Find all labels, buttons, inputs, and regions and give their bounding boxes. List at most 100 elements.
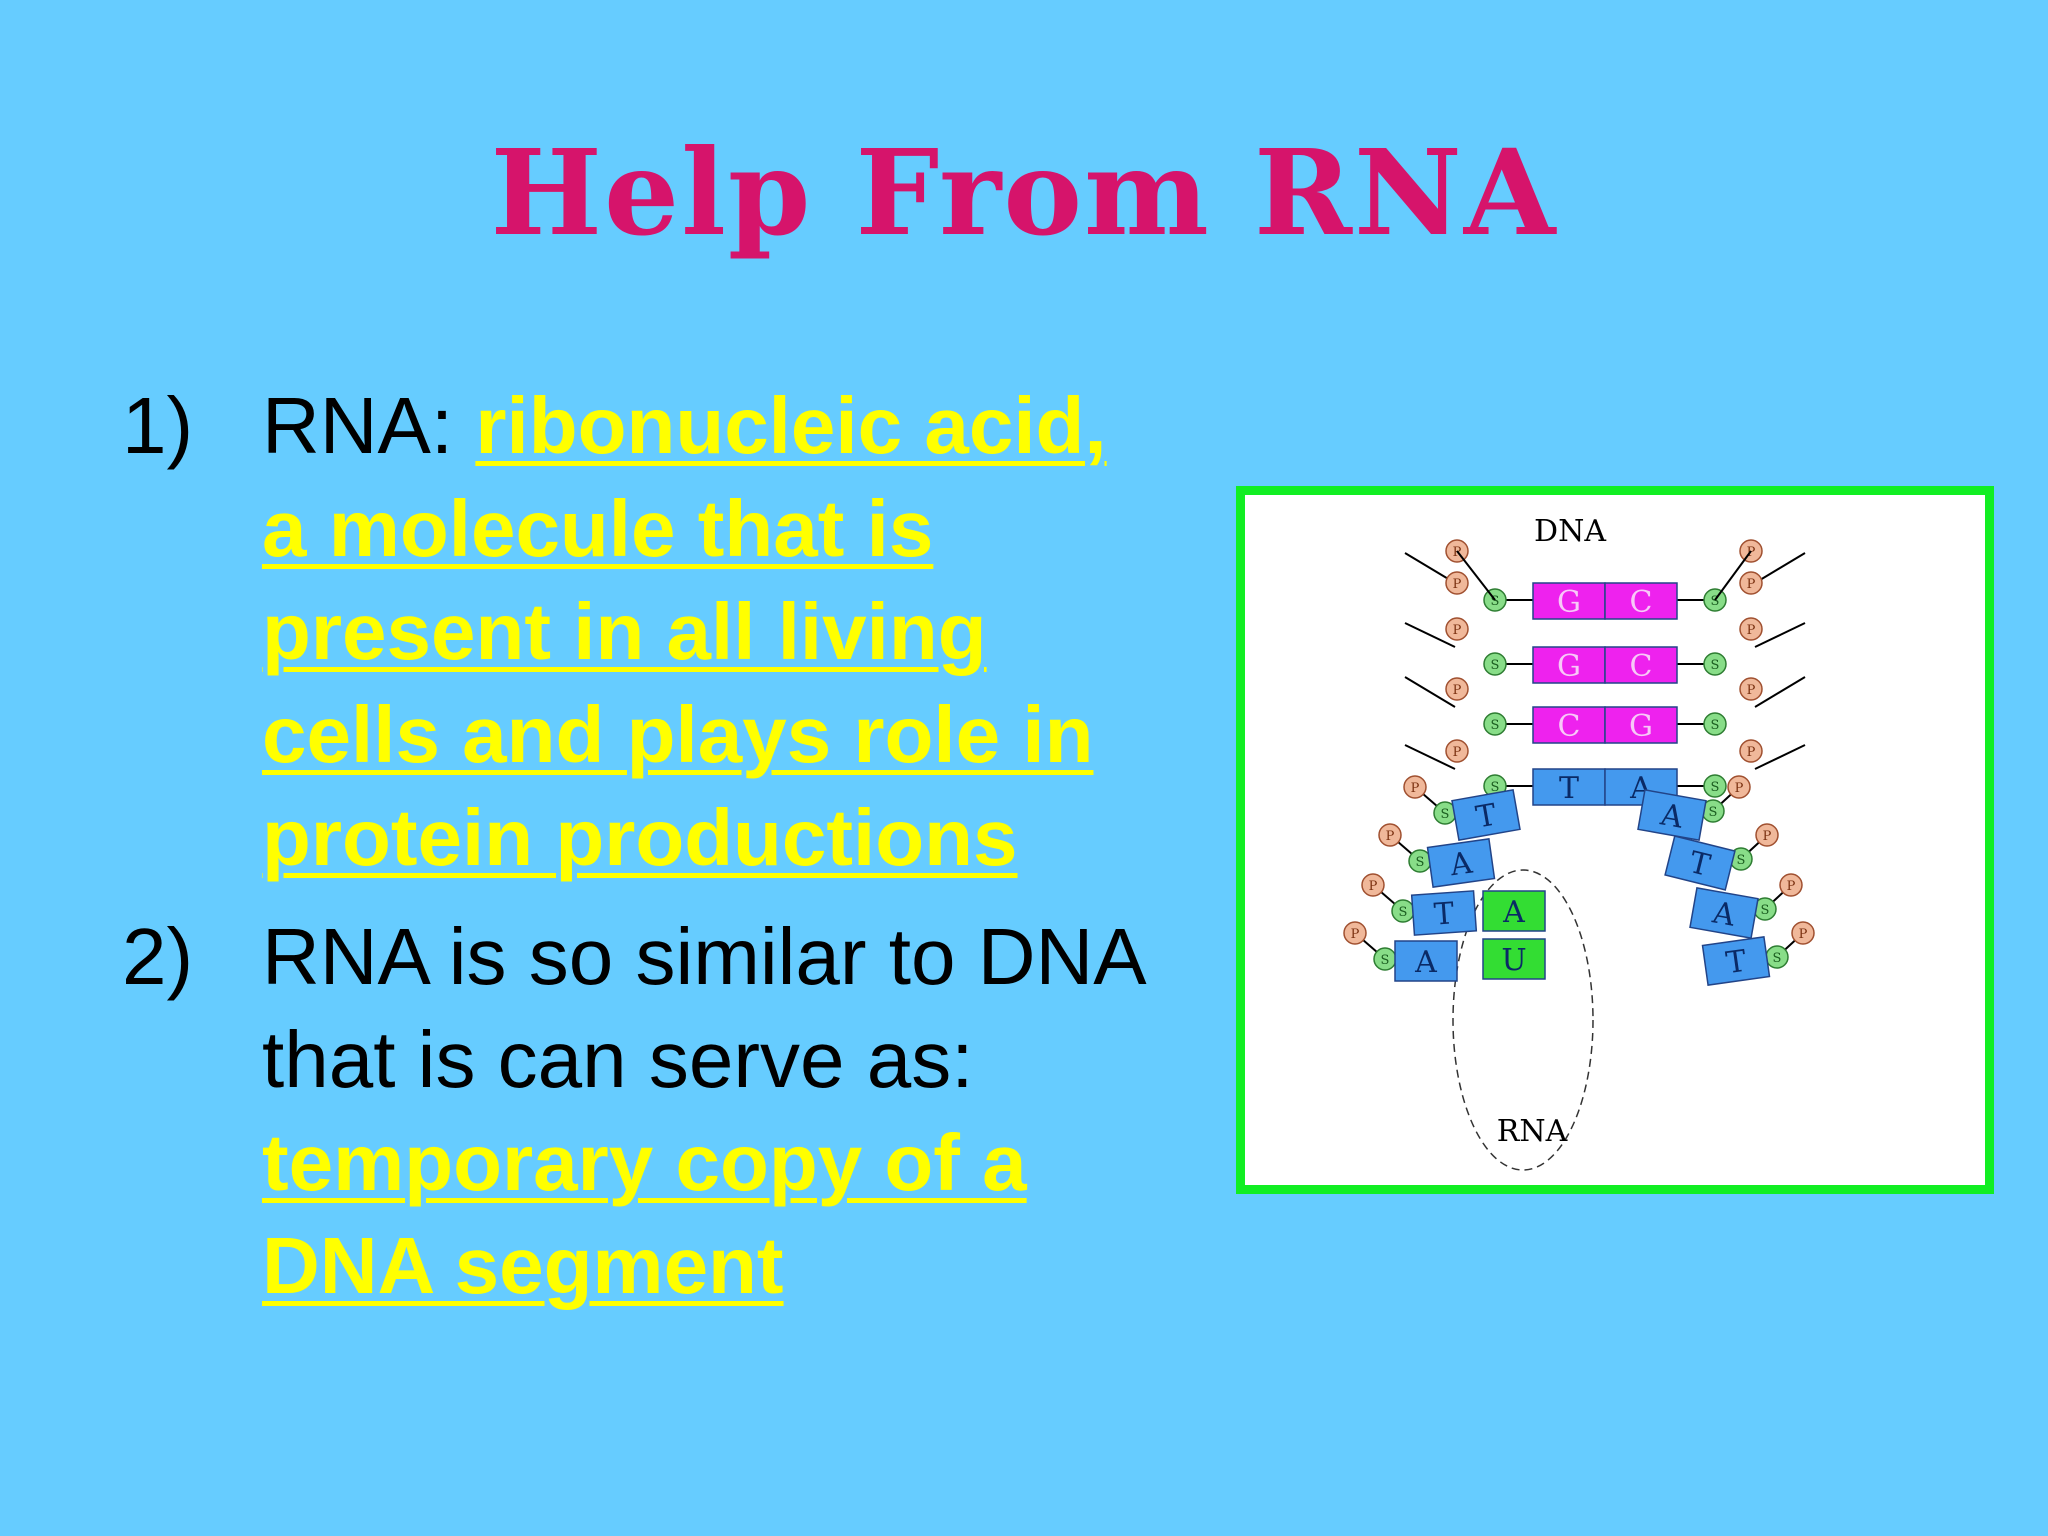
phosphate-label: P	[1787, 879, 1796, 894]
sugar-label: S	[1491, 780, 1500, 795]
base-letter: C	[1630, 649, 1653, 684]
highlight-line: ribonucleic acid,	[475, 381, 1107, 470]
phosphate-label: P	[1386, 829, 1395, 844]
phosphate-group	[1739, 739, 1763, 763]
left-strand-base: A	[1394, 940, 1458, 982]
phosphate-label: P	[1735, 781, 1744, 796]
highlight-line: a molecule that is	[262, 484, 934, 573]
right-strand-base: T	[1701, 936, 1771, 986]
phosphate-group	[1779, 873, 1803, 897]
phosphate-group	[1378, 823, 1402, 847]
rna-enclosure	[1452, 869, 1594, 1171]
phosphate-group	[1403, 775, 1427, 799]
base-shape	[1604, 582, 1678, 620]
dna-base-pair-right: G	[1604, 706, 1678, 744]
sugar-group	[1703, 774, 1727, 798]
backbone-bond	[1404, 622, 1456, 648]
phosphate-label: P	[1747, 745, 1756, 760]
sugar-group	[1483, 652, 1507, 676]
sugar-label: S	[1711, 594, 1720, 609]
sugar-label: S	[1711, 658, 1720, 673]
sugar-group	[1703, 652, 1727, 676]
phosphate-label: P	[1351, 927, 1360, 942]
phosphate-group	[1361, 873, 1385, 897]
base-shape	[1482, 890, 1546, 932]
sugar-label: S	[1399, 905, 1408, 920]
phosphate-group	[1739, 571, 1763, 595]
sugar-label: S	[1773, 951, 1782, 966]
phosphate-label: P	[1453, 683, 1462, 698]
phosphate-group	[1791, 921, 1815, 945]
base-shape	[1532, 582, 1606, 620]
base-letter: C	[1558, 709, 1581, 744]
phosphate-group	[1727, 775, 1751, 799]
base-shape	[1689, 887, 1759, 939]
dna-base-pair-left: C	[1532, 706, 1606, 744]
dna-base-pair-right: C	[1604, 646, 1678, 684]
phosphate-group	[1739, 617, 1763, 641]
base-letter: A	[1447, 846, 1475, 884]
diagram-canvas: DNA RNA GCSPSPGCSPSPCGSPSPTASPSPPPPSTPSA…	[1343, 514, 1815, 1171]
left-strand-base: T	[1451, 789, 1521, 841]
phosphate-group	[1739, 677, 1763, 701]
backbone-bond	[1714, 550, 1752, 601]
rna-base: A	[1482, 890, 1546, 932]
highlight-line: protein productions	[262, 793, 1018, 882]
item-lead-line: RNA is so similar to DNA	[262, 912, 1147, 1001]
base-letter: A	[1414, 945, 1437, 980]
base-letter: G	[1557, 585, 1581, 620]
sugar-label: S	[1441, 807, 1450, 822]
dna-base-pair-left: G	[1532, 646, 1606, 684]
base-letter: T	[1724, 944, 1749, 981]
sugar-group	[1703, 712, 1727, 736]
phosphate-label: P	[1747, 683, 1756, 698]
phosphate-label: P	[1763, 829, 1772, 844]
dna-label: DNA	[1534, 514, 1606, 549]
sugar-label: S	[1491, 718, 1500, 733]
phosphate-group	[1445, 617, 1469, 641]
base-shape	[1701, 936, 1771, 986]
phosphate-label: P	[1453, 745, 1462, 760]
backbone-bond	[1754, 744, 1806, 770]
sugar-label: S	[1491, 594, 1500, 609]
right-strand-base: A	[1689, 887, 1759, 939]
backbone-bond	[1754, 552, 1806, 584]
sugar-label: S	[1711, 780, 1720, 795]
dna-base-pair-left: G	[1532, 582, 1606, 620]
item-lead-line: that is can serve as:	[262, 1015, 974, 1104]
phosphate-label: P	[1369, 879, 1378, 894]
right-strand-base: T	[1664, 835, 1736, 891]
backbone-bond	[1456, 550, 1496, 601]
item-number: 2)	[122, 912, 194, 1001]
base-shape	[1664, 835, 1736, 891]
base-letter: G	[1629, 709, 1653, 744]
highlight-line: temporary copy of a	[262, 1118, 1027, 1207]
phosphate-label: P	[1453, 577, 1462, 592]
phosphate-label: P	[1453, 623, 1462, 638]
highlight-line: DNA segment	[262, 1221, 784, 1310]
phosphate-group	[1445, 677, 1469, 701]
base-shape	[1532, 706, 1606, 744]
sugar-label: S	[1491, 658, 1500, 673]
sugar-label: S	[1709, 805, 1718, 820]
base-shape	[1451, 789, 1521, 841]
base-shape	[1532, 768, 1606, 806]
highlight-line: cells and plays role in	[262, 690, 1094, 779]
phosphate-label: P	[1799, 927, 1808, 942]
left-strand-base: T	[1410, 890, 1478, 936]
rna-label: RNA	[1497, 1114, 1568, 1149]
phosphate-group	[1445, 571, 1469, 595]
backbone-bond	[1404, 676, 1456, 708]
dna-base-pair-right: C	[1604, 582, 1678, 620]
right-strand-base: A	[1637, 789, 1707, 841]
item-lead: RNA:	[262, 381, 476, 470]
rna-base: U	[1482, 938, 1546, 980]
sugar-label: S	[1381, 953, 1390, 968]
base-letter: G	[1557, 649, 1581, 684]
sugar-label: S	[1711, 718, 1720, 733]
sugar-group	[1483, 712, 1507, 736]
base-letter: T	[1433, 896, 1455, 932]
base-shape	[1482, 938, 1546, 980]
backbone-bond	[1404, 744, 1456, 770]
base-shape	[1604, 646, 1678, 684]
